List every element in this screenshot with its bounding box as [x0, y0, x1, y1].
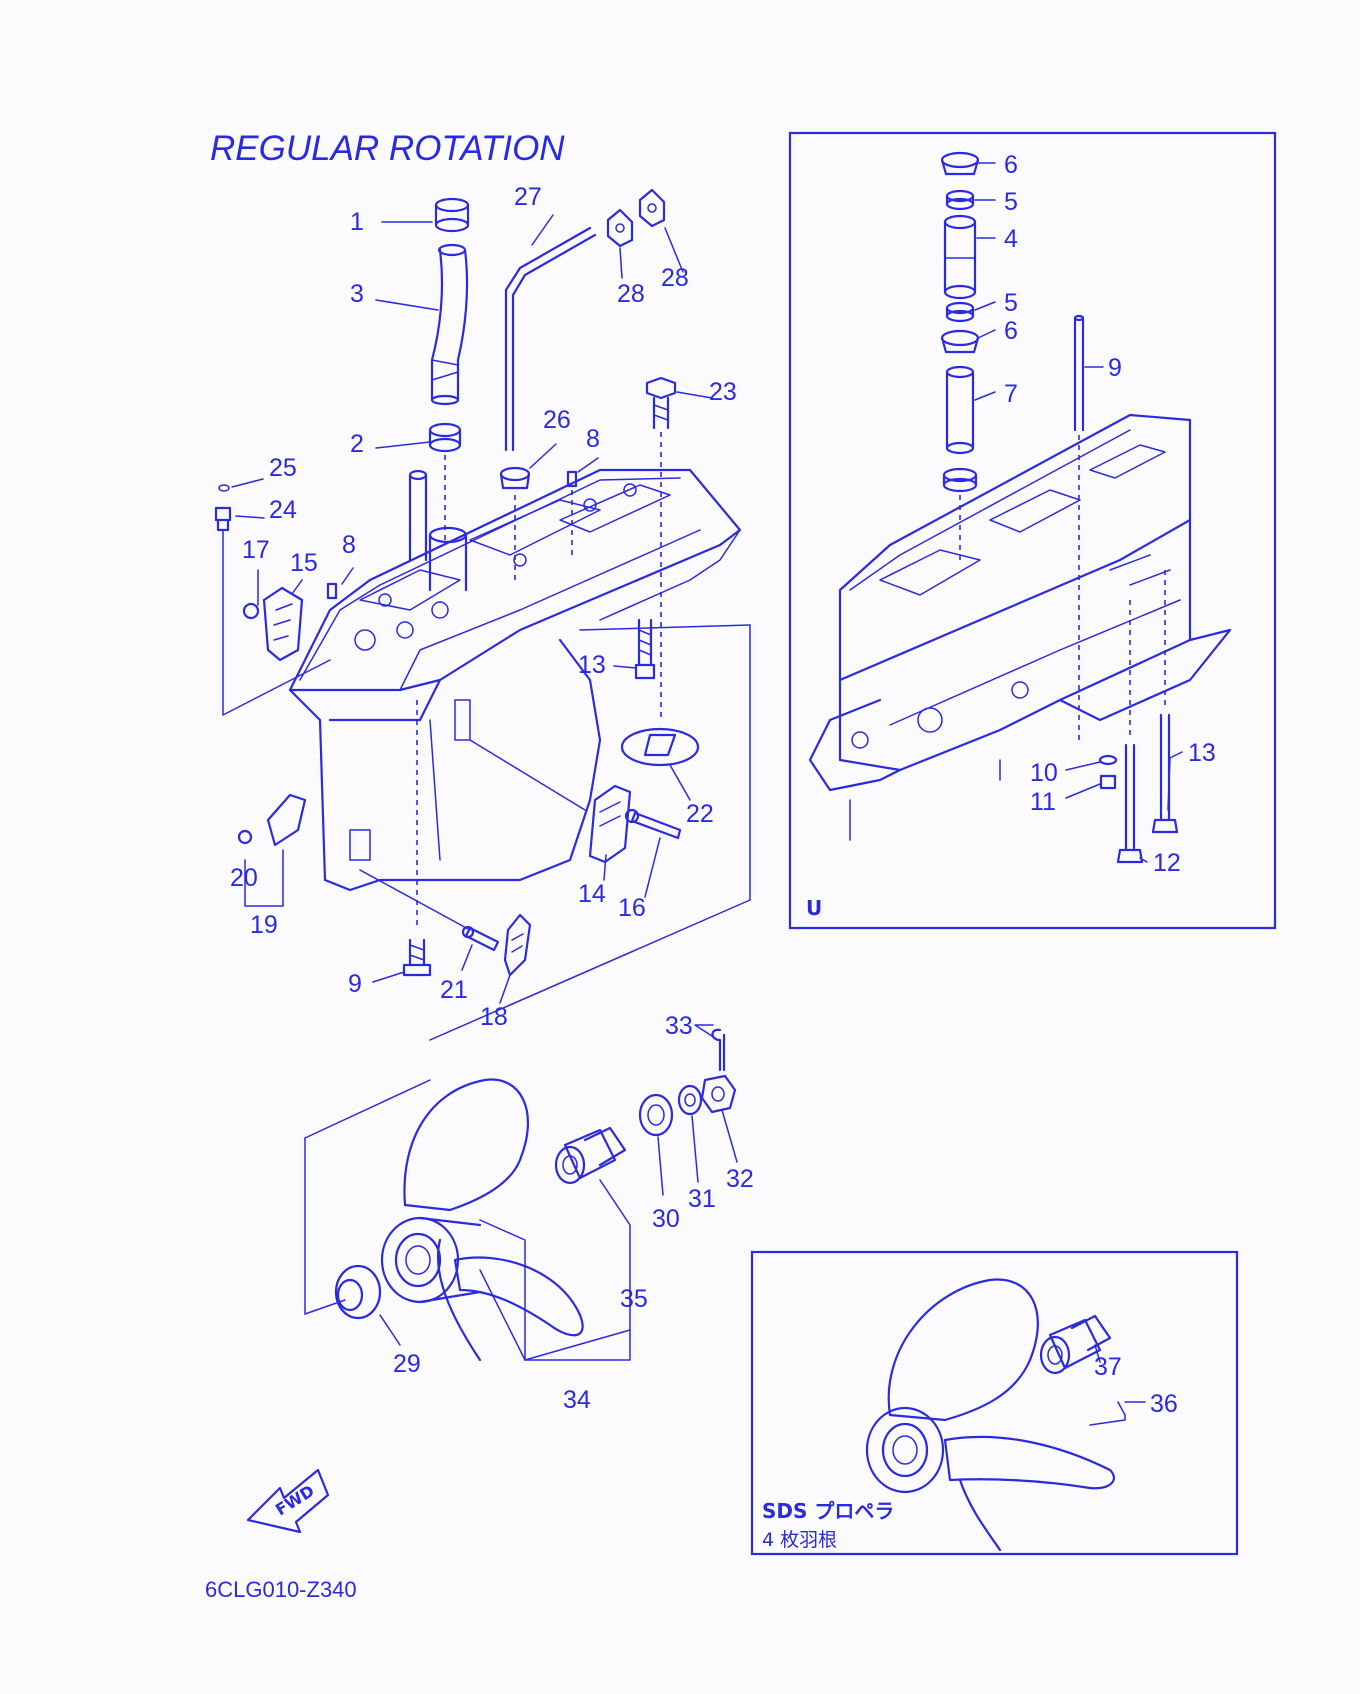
water-tube-assembly — [428, 197, 470, 540]
callout-13b: 13 — [1188, 739, 1216, 767]
callout-9b: 9 — [1108, 354, 1122, 382]
callout-5b: 5 — [1004, 289, 1018, 317]
callout-33: 33 — [665, 1012, 693, 1040]
callout-21: 21 — [440, 976, 468, 1004]
callout-32: 32 — [726, 1165, 754, 1193]
dowel-pin-8-left — [326, 582, 338, 600]
bolt-9-main — [402, 700, 432, 977]
fwd-arrow: FWD — [246, 1468, 330, 1534]
spline-hub-35 — [554, 1126, 627, 1185]
callout-6a: 6 — [1004, 151, 1018, 179]
callout-3: 3 — [350, 280, 364, 308]
callout-22: 22 — [686, 800, 714, 828]
spacer-31 — [677, 1084, 703, 1116]
callout-27: 27 — [514, 183, 542, 211]
screw-16 — [624, 808, 682, 840]
callout-8b: 8 — [342, 531, 356, 559]
dowel-pin-8-top — [566, 470, 578, 488]
callout-26: 26 — [543, 406, 571, 434]
callout-15: 15 — [290, 549, 318, 577]
callout-10: 10 — [1030, 759, 1058, 787]
diagram-title: REGULAR ROTATION — [210, 129, 565, 168]
callout-1: 1 — [350, 208, 364, 236]
cover-14 — [469, 739, 632, 864]
callout-28b: 28 — [661, 264, 689, 292]
callout-36: 36 — [1150, 1390, 1178, 1418]
bolt-13-main — [634, 618, 656, 680]
callout-24: 24 — [269, 496, 297, 524]
callout-28a: 28 — [617, 280, 645, 308]
callout-12: 12 — [1153, 849, 1181, 877]
bolt-23 — [645, 376, 677, 720]
callout-7: 7 — [1004, 380, 1018, 408]
callout-35: 35 — [620, 1285, 648, 1313]
callout-6b: 6 — [1004, 317, 1018, 345]
clips-28 — [606, 188, 666, 248]
tube-27-and-grommet-26 — [499, 226, 597, 580]
inset-u-tag: U — [806, 896, 822, 920]
lower-casing — [288, 468, 751, 1041]
callout-20: 20 — [230, 864, 258, 892]
main-propeller — [304, 1078, 584, 1362]
sds-title: SDS プロペラ — [762, 1499, 894, 1523]
callout-5a: 5 — [1004, 188, 1018, 216]
callout-11: 11 — [1030, 788, 1056, 816]
inset-sds-box: SDS プロペラ 4 枚羽根 — [750, 1250, 1239, 1556]
callout-2: 2 — [350, 430, 364, 458]
callout-13a: 13 — [578, 651, 606, 679]
anode-22 — [620, 727, 700, 767]
sds-subtitle: 4 枚羽根 — [762, 1529, 837, 1551]
callout-31: 31 — [688, 1185, 716, 1213]
callout-4: 4 — [1004, 225, 1018, 253]
nut-32 — [700, 1074, 737, 1114]
callout-30: 30 — [652, 1205, 680, 1233]
callout-16: 16 — [618, 894, 646, 922]
bolt-21-and-anode-18 — [359, 869, 532, 977]
callout-numbers: 1 3 2 27 28 28 23 26 8 25 24 17 15 8 13 … — [230, 151, 1216, 1418]
callout-34: 34 — [563, 1386, 591, 1414]
anode-19-20 — [237, 793, 307, 907]
callout-17: 17 — [242, 536, 270, 564]
callout-19: 19 — [250, 911, 278, 939]
callout-25: 25 — [269, 454, 297, 482]
callout-9a: 9 — [348, 970, 362, 998]
inset-u-box: U — [788, 131, 1277, 930]
callout-29: 29 — [393, 1350, 421, 1378]
washer-30 — [638, 1093, 674, 1137]
cotter-pin-33 — [711, 1028, 726, 1072]
callout-23: 23 — [709, 378, 737, 406]
leader-lines — [231, 162, 1183, 1426]
callout-18: 18 — [480, 1003, 508, 1031]
nipple-24-25 — [214, 484, 331, 716]
diagram-code: 6CLG010-Z340 — [205, 1577, 357, 1602]
fwd-label: FWD — [272, 1481, 318, 1519]
callout-8a: 8 — [586, 425, 600, 453]
callout-37: 37 — [1094, 1353, 1122, 1381]
anode-15-17 — [242, 586, 304, 662]
thrust-washer-29 — [304, 1264, 382, 1320]
callout-14: 14 — [578, 880, 606, 908]
